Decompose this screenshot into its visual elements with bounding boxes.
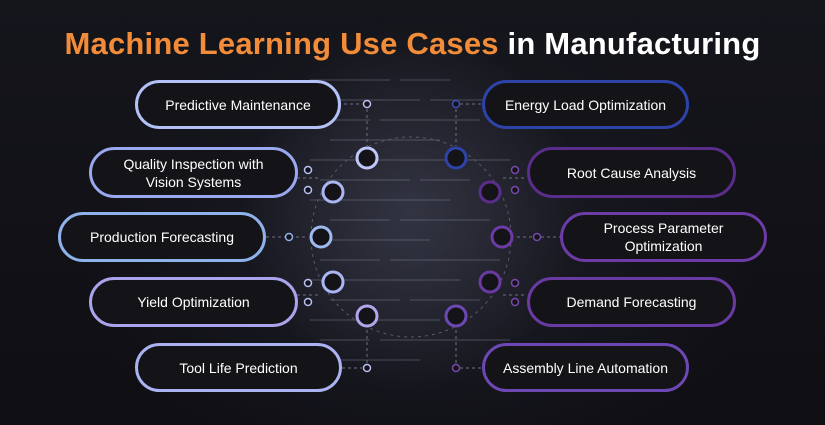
use-case-production-forecasting: Production Forecasting	[58, 212, 266, 262]
use-case-assembly-line-automation: Assembly Line Automation	[482, 343, 689, 392]
use-case-label: Energy Load Optimization	[504, 96, 667, 113]
title-rest: in Manufacturing	[507, 26, 761, 61]
node-ring-left-3	[309, 225, 333, 249]
use-case-predictive-maintenance: Predictive Maintenance	[135, 80, 341, 129]
use-case-process-parameter-optimization: Process Parameter Optimization	[560, 212, 767, 262]
node-ring-left-5	[355, 304, 379, 328]
node-ring-right-3	[490, 225, 514, 249]
use-case-label: Yield Optimization	[137, 294, 250, 310]
node-ring-left-2	[321, 180, 345, 204]
node-ring-right-5	[444, 304, 468, 328]
use-case-label: Predictive Maintenance	[165, 96, 311, 113]
use-case-label: Production Forecasting	[90, 229, 234, 245]
use-case-label: Assembly Line Automation	[503, 359, 668, 376]
node-ring-right-2	[478, 180, 502, 204]
use-case-label: Demand Forecasting	[566, 294, 697, 310]
title-highlight: Machine Learning Use Cases	[64, 26, 499, 61]
use-case-tool-life-prediction: Tool Life Prediction	[135, 343, 342, 392]
use-case-energy-load-optimization: Energy Load Optimization	[482, 80, 689, 129]
node-ring-left-1	[355, 146, 379, 170]
use-case-yield-optimization: Yield Optimization	[89, 277, 298, 327]
use-case-label: Quality Inspection with Vision Systems	[123, 155, 264, 190]
use-case-label: Root Cause Analysis	[566, 164, 697, 181]
node-ring-right-4	[478, 270, 502, 294]
use-case-label: Tool Life Prediction	[179, 359, 298, 376]
node-ring-right-1	[444, 146, 468, 170]
use-case-demand-forecasting: Demand Forecasting	[527, 277, 736, 327]
center-dashed-ring	[310, 136, 512, 338]
use-case-quality-inspection: Quality Inspection with Vision Systems	[89, 147, 298, 198]
page-title: Machine Learning Use Cases in Manufactur…	[0, 26, 825, 62]
use-case-label: Process Parameter Optimization	[603, 220, 724, 254]
node-ring-left-4	[321, 270, 345, 294]
use-case-root-cause-analysis: Root Cause Analysis	[527, 147, 736, 198]
